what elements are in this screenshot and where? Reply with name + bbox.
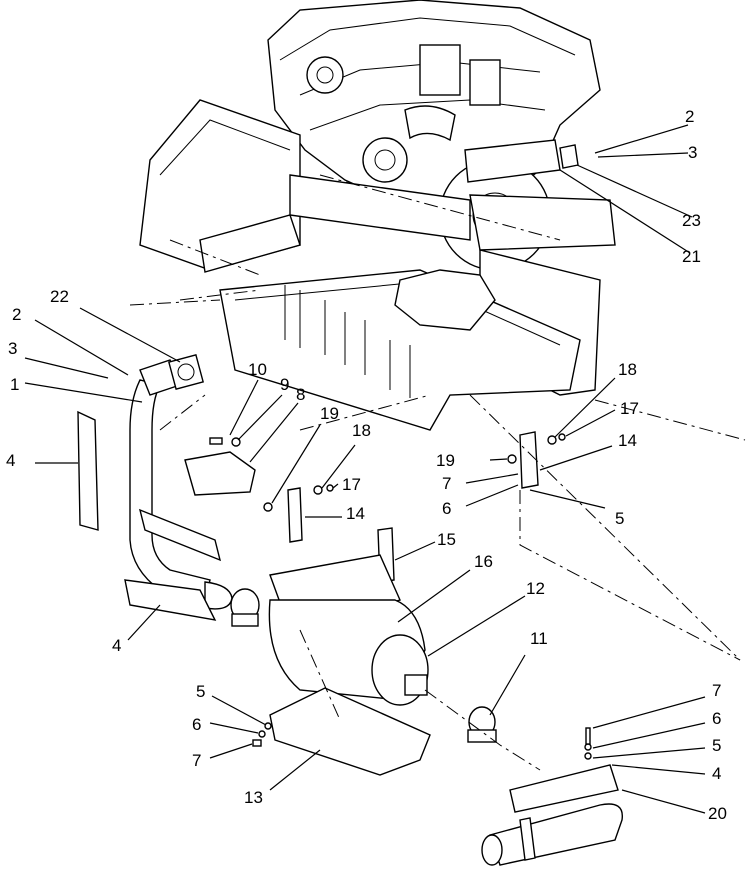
engine-assembly	[267, 0, 601, 271]
callout-23: 23	[682, 211, 701, 230]
callout-5-right: 5	[615, 509, 625, 528]
callout-6-right: 6	[442, 499, 452, 518]
callout-19-mid: 19	[320, 404, 339, 423]
callout-14-mid: 14	[346, 504, 365, 523]
callout-2-left: 2	[12, 305, 22, 324]
tailpipe	[481, 764, 624, 866]
pipe-bracket	[138, 508, 222, 562]
callout-9: 9	[280, 375, 290, 394]
callout-13: 13	[244, 788, 263, 807]
strap-14-mid	[287, 487, 303, 543]
callout-1: 1	[10, 375, 20, 394]
callout-18-mid: 18	[352, 421, 371, 440]
clamp-11	[467, 706, 497, 743]
exhaust-pipe	[129, 353, 233, 610]
callout-4-bottom-right: 4	[712, 764, 722, 783]
center-line-engine	[169, 239, 261, 301]
callout-7-bottom-right: 7	[712, 681, 722, 700]
callout-11: 11	[530, 629, 548, 648]
bracket-8	[184, 451, 256, 496]
callout-6-bottom-right: 6	[712, 709, 722, 728]
heat-shield-left	[77, 410, 99, 531]
heat-shield-13	[269, 687, 431, 776]
callout-3-left: 3	[8, 339, 18, 358]
callout-12: 12	[526, 579, 545, 598]
callout-5-lower: 5	[196, 682, 206, 701]
callout-6-lower: 6	[192, 715, 202, 734]
frame-chassis	[139, 99, 616, 431]
callout-7-lower: 7	[192, 751, 202, 770]
callout-8: 8	[296, 385, 306, 404]
muffler	[268, 554, 429, 706]
gasket	[167, 353, 205, 391]
leader-lines	[24, 124, 706, 814]
callout-5-bottom-right: 5	[712, 736, 722, 755]
callout-22: 22	[50, 287, 69, 306]
callout-7-right: 7	[442, 474, 452, 493]
callout-4-lower: 4	[112, 636, 122, 655]
callout-10: 10	[248, 360, 267, 379]
tray-vents	[284, 285, 411, 398]
callout-19-right: 19	[436, 451, 455, 470]
clamp-left	[230, 588, 260, 627]
heat-shield-lower	[124, 579, 217, 621]
callout-18-right: 18	[618, 360, 637, 379]
callout-2-top: 2	[685, 107, 695, 126]
callout-4-left: 4	[6, 451, 16, 470]
callout-21: 21	[682, 247, 701, 266]
callout-14-right: 14	[618, 431, 637, 450]
callout-17-right: 17	[620, 399, 639, 418]
callout-17-mid: 17	[342, 475, 361, 494]
strap-14-right	[519, 431, 539, 489]
callout-20: 20	[708, 804, 727, 823]
callout-3-top: 3	[688, 143, 698, 162]
callout-16: 16	[474, 552, 493, 571]
callout-15: 15	[437, 530, 456, 549]
